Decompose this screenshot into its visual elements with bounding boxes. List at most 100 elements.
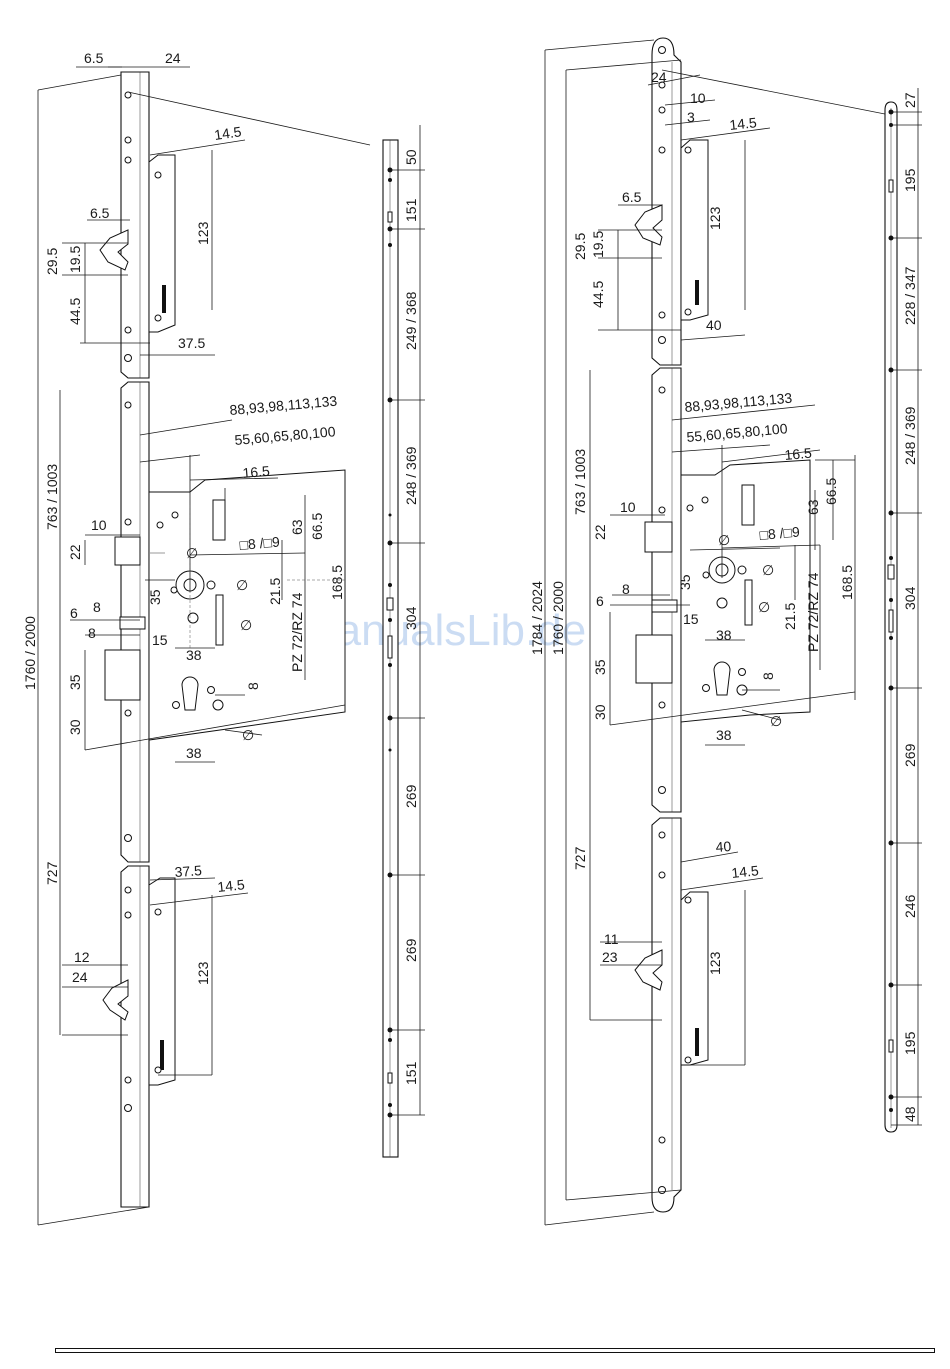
strip-right-269: 269 <box>902 743 918 767</box>
rdim-21-5: 21.5 <box>782 603 798 630</box>
rdim-16-5: 16.5 <box>784 445 813 463</box>
rdim-35b: 35 <box>592 659 608 675</box>
strip-right-304: 304 <box>902 586 918 610</box>
dim-left-727: 727 <box>44 861 60 885</box>
dim-30: 30 <box>67 719 83 735</box>
strip-left-304: 304 <box>403 606 419 630</box>
left-latch <box>114 536 141 566</box>
rphi-4: ∅ <box>718 532 730 548</box>
rdim-10b: 10 <box>620 499 636 515</box>
phi-3: ∅ <box>242 727 254 743</box>
dim-10: 10 <box>91 517 107 533</box>
rdim-168-5: 168.5 <box>839 565 855 600</box>
strip-left-269a: 269 <box>403 784 419 808</box>
rdim-backsets: 88,93,98,113,133 <box>684 390 793 415</box>
rphi-1: ∅ <box>762 562 774 578</box>
dim-lower-37-5: 37.5 <box>174 862 203 880</box>
dim-35a: 35 <box>147 589 163 605</box>
right-latch <box>644 521 673 553</box>
right-deadbolt <box>635 634 673 684</box>
dim-8a: 8 <box>93 599 101 615</box>
right-strip: 27 195 228 / 347 248 / 369 304 269 246 1… <box>884 88 922 1133</box>
left-lower-hook <box>102 979 129 1021</box>
strip-right-27: 27 <box>902 92 918 108</box>
dim-top-24: 24 <box>165 50 181 66</box>
rdim-24: 24 <box>651 69 667 85</box>
rphi-2: ∅ <box>758 599 770 615</box>
strip-left-249: 249 / 368 <box>403 291 419 350</box>
dim-left-overall: 1760 / 2000 <box>22 616 38 690</box>
rdim-14-5: 14.5 <box>729 114 758 133</box>
dim-backsets2: 55,60,65,80,100 <box>234 423 336 448</box>
rdim-8a: 8 <box>622 581 630 597</box>
strip-left-151b: 151 <box>403 1061 419 1085</box>
rdim-10: 10 <box>690 90 706 106</box>
strip-left-151a: 151 <box>403 198 419 222</box>
dim-63: 63 <box>289 519 305 535</box>
left-faceplate-holes <box>124 91 132 1112</box>
dim-22: 22 <box>67 544 83 560</box>
rdim-lower-14-5: 14.5 <box>731 862 760 881</box>
rdim-6: 6 <box>596 593 604 609</box>
dim-38b: 38 <box>186 745 202 761</box>
rdim-123a: 123 <box>707 206 723 230</box>
dim-left-mid: 763 / 1003 <box>44 464 60 530</box>
rdim-38b: 38 <box>716 727 732 743</box>
dim-168-5: 168.5 <box>329 565 345 600</box>
rdim-29-5: 29.5 <box>572 233 588 260</box>
dim-8b: 8 <box>88 625 96 641</box>
phi-1: ∅ <box>236 577 248 593</box>
dim-35b: 35 <box>67 674 83 690</box>
strip-left-248: 248 / 369 <box>403 446 419 505</box>
strip-left-50: 50 <box>403 149 419 165</box>
strip-right-195b: 195 <box>902 1031 918 1055</box>
watermark: ManualsLib.de <box>300 606 586 655</box>
rdim-lower-23: 23 <box>602 949 618 965</box>
rdim-44-5: 44.5 <box>590 281 606 308</box>
right-upper-bolt-box <box>680 139 709 321</box>
dim-38a: 38 <box>186 647 202 663</box>
rdim-22: 22 <box>592 524 608 540</box>
rdim-63: 63 <box>805 499 821 515</box>
strip-right-195a: 195 <box>902 168 918 192</box>
dim-top-6-5: 6.5 <box>84 50 104 66</box>
rdim-square: □8 /□9 <box>759 524 801 543</box>
right-lower-hook <box>634 949 663 991</box>
left-upper-bolt-box <box>148 154 176 333</box>
dim-lower-14-5: 14.5 <box>217 876 246 895</box>
rdim-lower-123: 123 <box>707 951 723 975</box>
rdim-lower-11: 11 <box>604 931 619 947</box>
left-upper-hook <box>99 229 129 271</box>
dim-upper-29-5: 29.5 <box>44 248 60 275</box>
dim-pz: PZ 72/RZ 74 <box>289 592 305 672</box>
dim-upper-19-5: 19.5 <box>67 246 83 273</box>
rdim-727: 727 <box>572 846 588 870</box>
strip-right-248: 248 / 369 <box>902 406 918 465</box>
dim-square: □8 /□9 <box>239 534 281 553</box>
dim-8c: 8 <box>245 682 261 690</box>
right-faceplate-middle <box>651 367 682 813</box>
strip-left-269b: 269 <box>403 938 419 962</box>
strip-right-48: 48 <box>902 1106 918 1122</box>
footer-rule <box>55 1348 935 1353</box>
rdim-19-5: 19.5 <box>590 231 606 258</box>
rdim-6-5: 6.5 <box>622 189 642 205</box>
rdim-35a: 35 <box>677 574 693 590</box>
dim-66-5: 66.5 <box>309 513 325 540</box>
dim-upper-14-5: 14.5 <box>213 123 242 143</box>
left-main-lock-body <box>148 469 346 741</box>
left-faceplate-upper <box>120 71 150 379</box>
rdim-40a: 40 <box>706 317 722 333</box>
rdim-38a: 38 <box>716 627 732 643</box>
right-upper-hook <box>634 204 663 246</box>
dim-15: 15 <box>152 632 168 648</box>
rdim-mid: 763 / 1003 <box>572 449 588 515</box>
rdim-8c: 8 <box>760 672 776 680</box>
rdim-overall: 1784 / 2024 <box>529 581 545 655</box>
strip-right-246: 246 <box>902 894 918 918</box>
dim-upper-44-5: 44.5 <box>67 298 83 325</box>
right-assembly: 24 10 3 14.5 6.5 29.5 19.5 44.5 123 40 1… <box>529 37 922 1226</box>
right-faceplate-lower <box>651 817 682 1213</box>
rdim-pz: PZ 72/RZ 74 <box>805 572 821 652</box>
